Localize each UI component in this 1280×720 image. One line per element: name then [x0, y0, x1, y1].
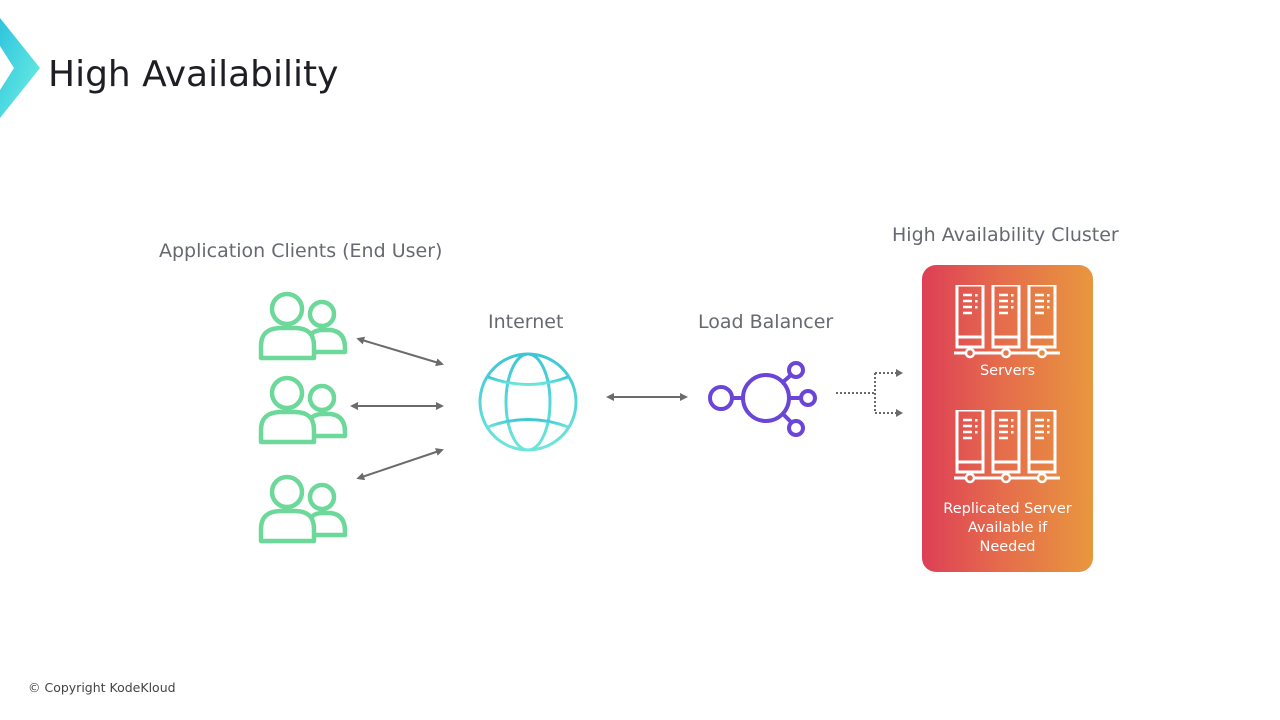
- server-rack-icon: [954, 410, 1064, 488]
- replica-label-line: Needed: [979, 539, 1036, 555]
- globe-icon: [478, 352, 578, 452]
- users-group-icon: [261, 294, 345, 358]
- replica-label-line: Available if: [967, 520, 1048, 536]
- page-title: High Availability: [48, 54, 339, 95]
- load-balancer-label: Load Balancer: [698, 311, 834, 333]
- hub-network-icon: [708, 361, 817, 437]
- users-group-icon: [261, 378, 345, 442]
- client-arrow: [356, 336, 444, 367]
- server-rack-icon: [954, 285, 1064, 363]
- replica-label-line: Replicated Server: [943, 501, 1072, 517]
- servers-label: Servers: [979, 363, 1036, 379]
- users-group-icon: [261, 477, 345, 541]
- arrowhead: [896, 409, 903, 417]
- replica-label: Replicated Server Available if Needed: [922, 500, 1093, 557]
- clients-label: Application Clients (End User): [159, 240, 443, 262]
- internet-label: Internet: [488, 311, 564, 333]
- copyright-footer: © Copyright KodeKloud: [28, 680, 176, 695]
- arrowhead: [896, 369, 903, 377]
- ha-cluster-panel: Servers Replicated Server Available if N…: [922, 265, 1093, 572]
- cluster-label: High Availability Cluster: [892, 224, 1119, 246]
- dotted-split-arrow: [836, 372, 896, 414]
- chevron-logo-icon: [0, 18, 40, 118]
- client-arrow: [356, 448, 444, 481]
